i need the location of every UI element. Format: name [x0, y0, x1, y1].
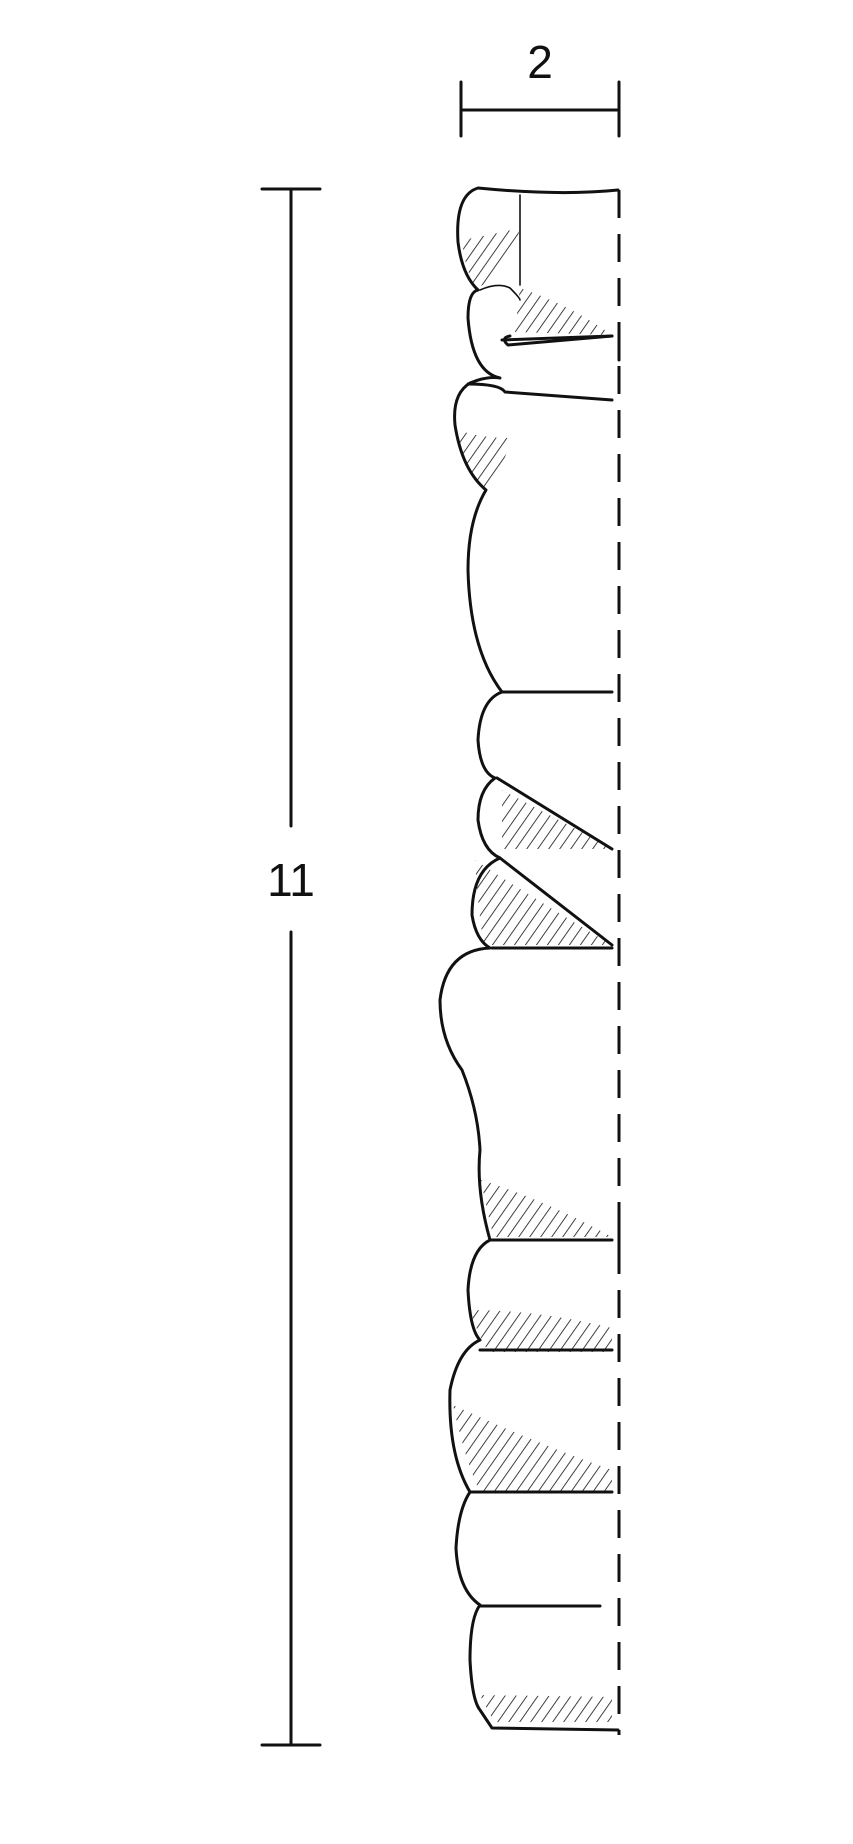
height-label: 11 — [267, 854, 315, 906]
section-hatching — [453, 228, 614, 1722]
band-curve-1 — [479, 284, 521, 301]
height-dimension: 11 — [260, 187, 322, 1747]
profile-outline — [438, 186, 620, 1732]
band-top-upper — [500, 334, 614, 342]
band-line-6 — [498, 856, 614, 947]
width-dimension: 2 — [459, 36, 621, 138]
width-label: 2 — [527, 36, 553, 88]
band-line-5 — [495, 776, 614, 851]
band-line-3 — [466, 382, 614, 402]
molding-profile — [438, 186, 621, 1732]
